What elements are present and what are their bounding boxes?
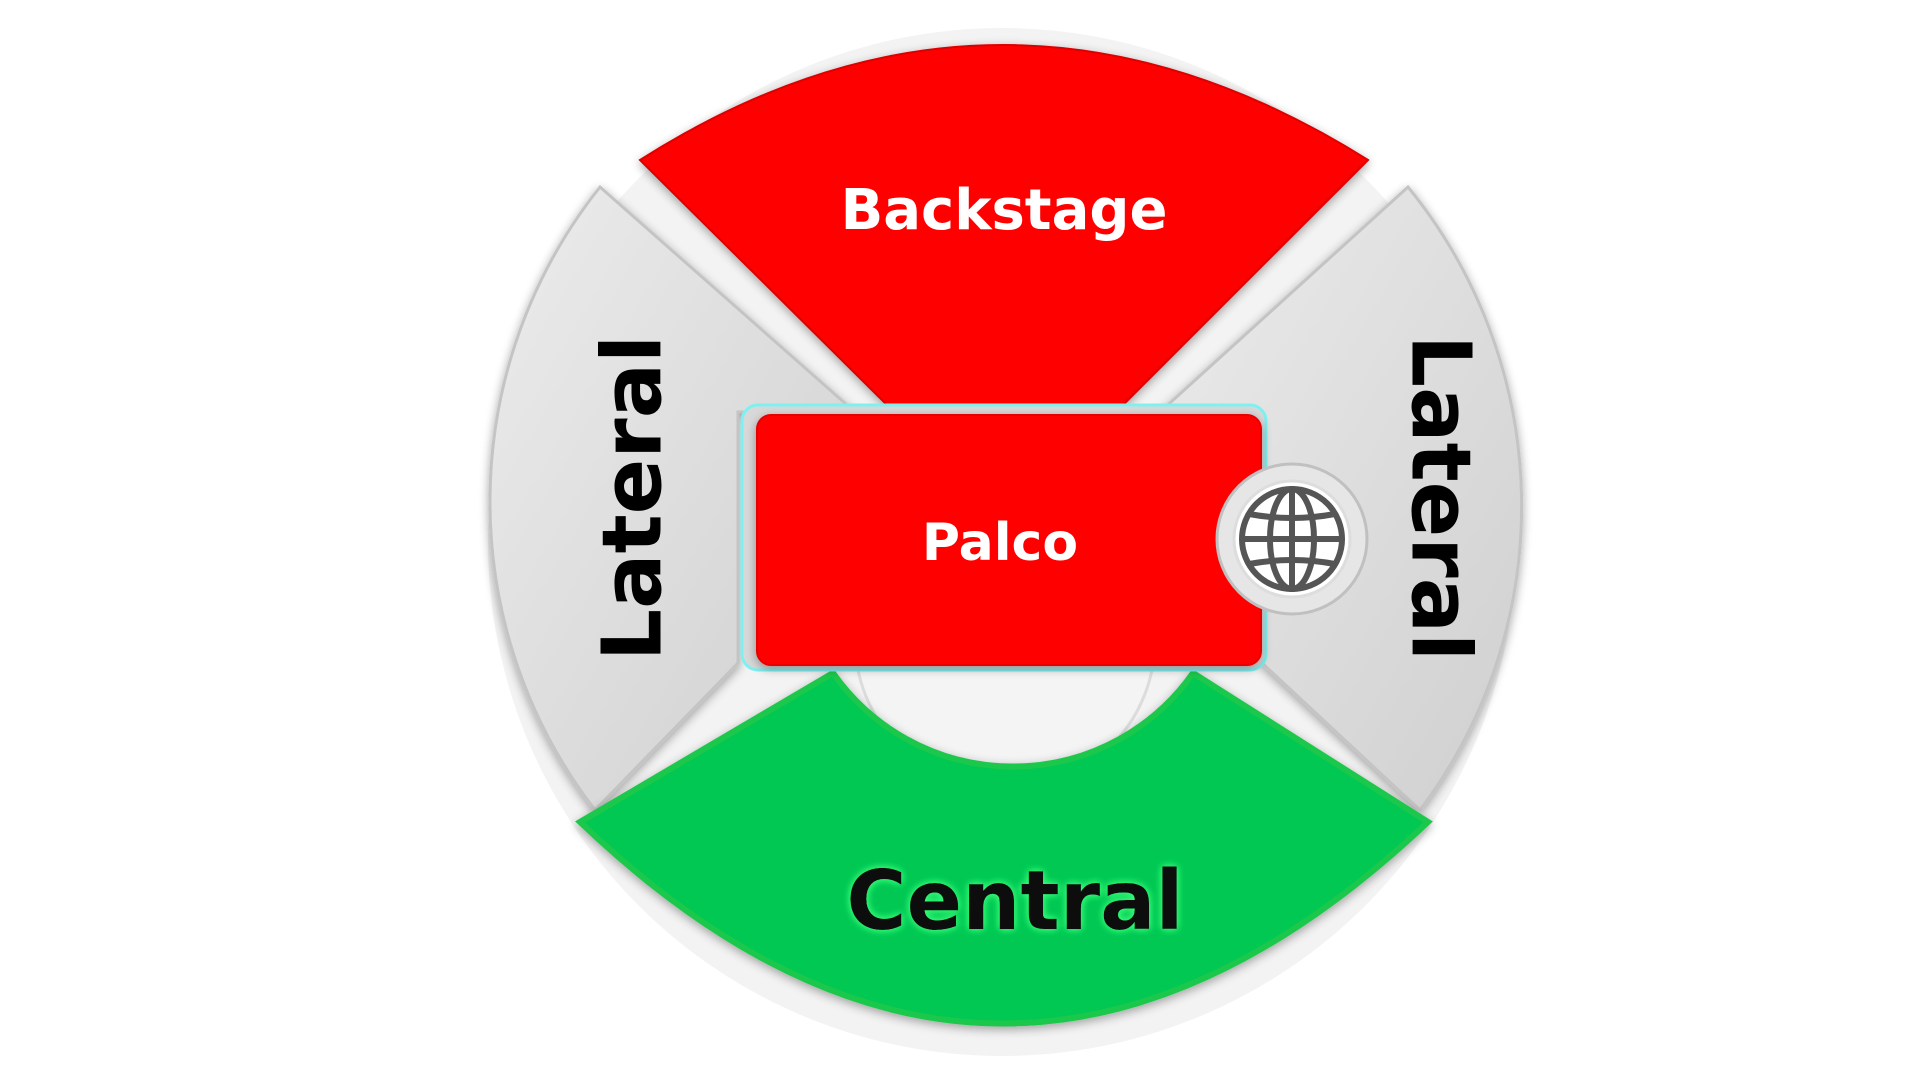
backstage-section[interactable] bbox=[638, 44, 1370, 409]
central-label: Central bbox=[846, 854, 1183, 949]
lateral-right-label: Lateral bbox=[1393, 335, 1488, 661]
lateral-left-label: Lateral bbox=[585, 335, 680, 661]
palco-label: Palco bbox=[922, 513, 1078, 573]
lateral-left-section[interactable] bbox=[488, 184, 859, 813]
central-section[interactable] bbox=[575, 668, 1433, 1027]
globe-icon[interactable] bbox=[1215, 462, 1369, 616]
backstage-label: Backstage bbox=[841, 178, 1168, 243]
